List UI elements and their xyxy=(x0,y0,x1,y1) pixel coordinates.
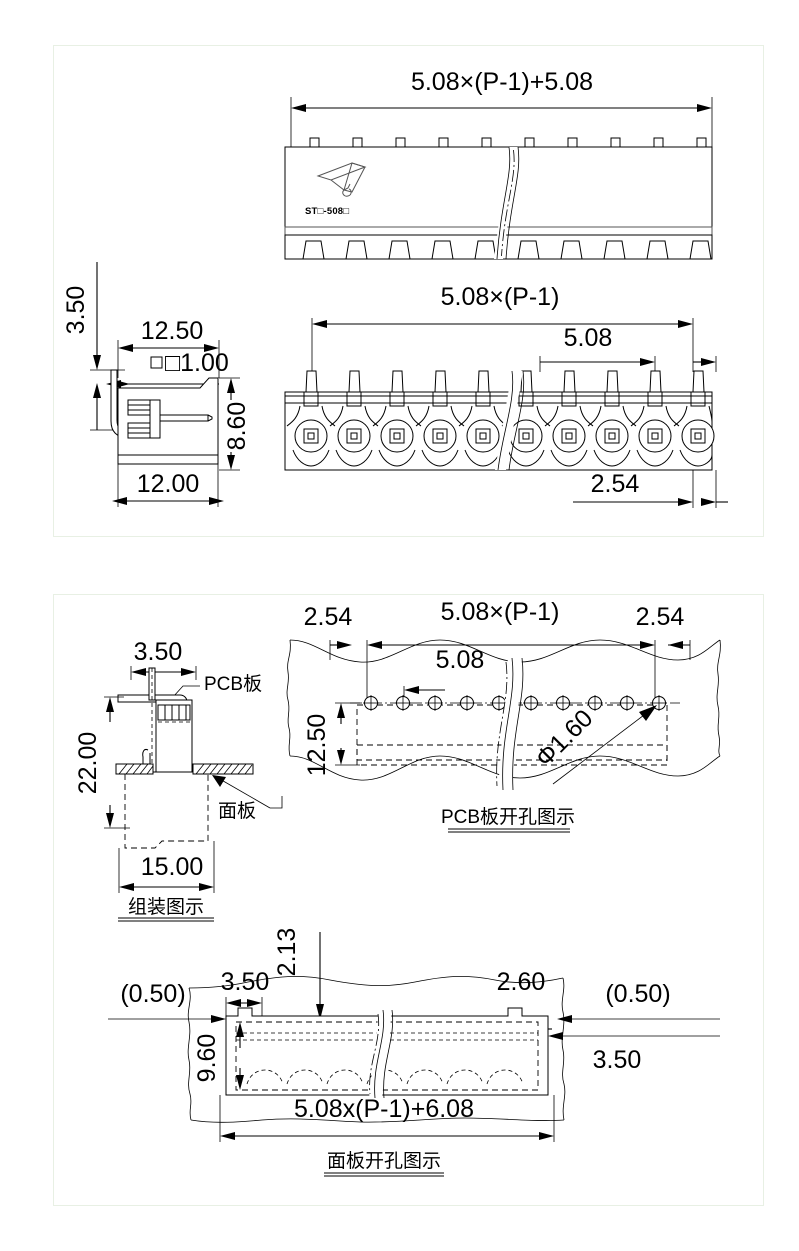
panel-bottom-views xyxy=(53,594,764,1206)
panel-top-views xyxy=(53,45,764,537)
